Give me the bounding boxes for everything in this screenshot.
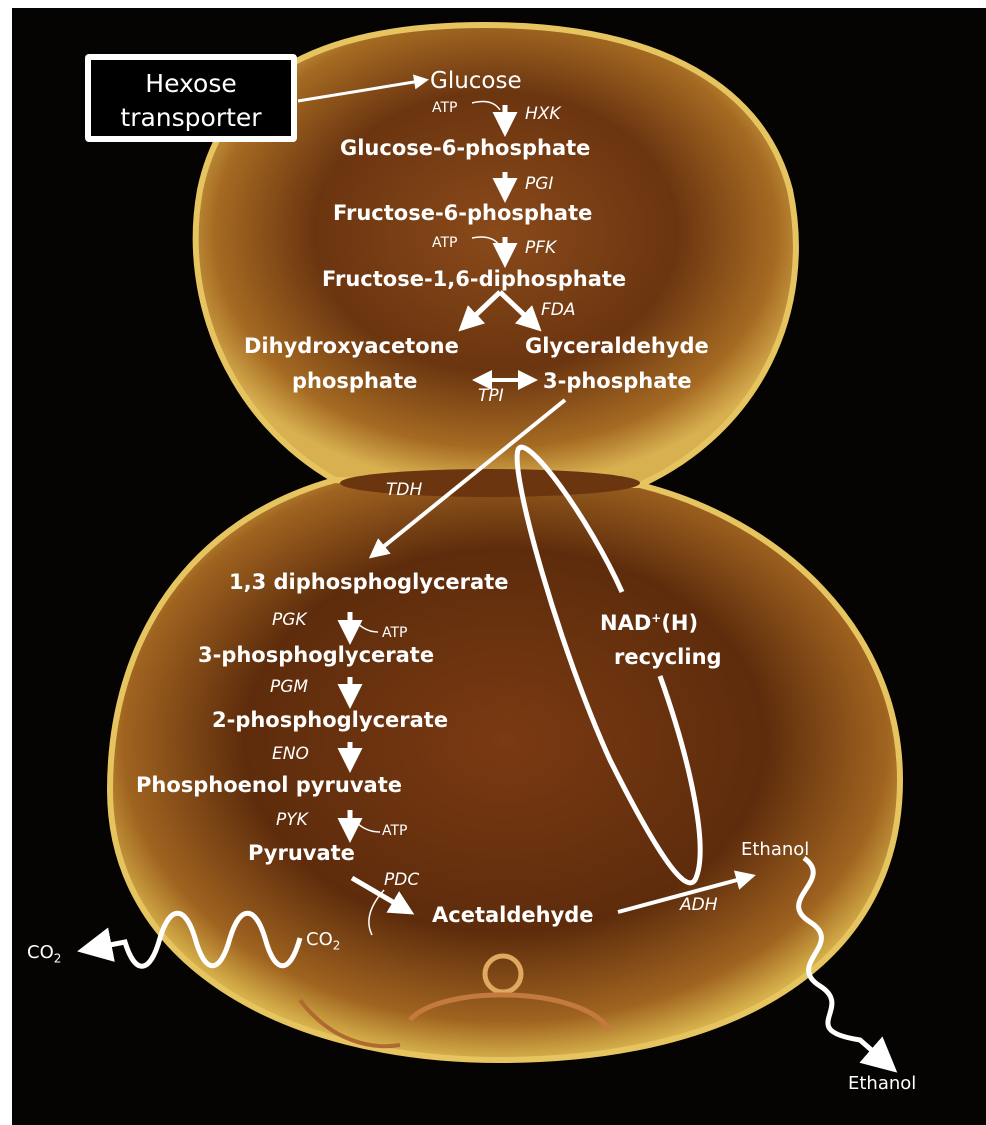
cell-neck bbox=[340, 469, 640, 497]
metabolite-pyruvate: Pyruvate bbox=[248, 843, 355, 864]
enzyme-hxk: HXK bbox=[525, 106, 561, 123]
metabolite-fructose-6-phosphate: Fructose-6-phosphate bbox=[333, 203, 592, 224]
enzyme-pgm: PGM bbox=[270, 679, 308, 696]
metabolite-2-phosphoglycerate: 2-phosphoglycerate bbox=[212, 710, 448, 731]
metabolite-glucose: Glucose bbox=[430, 70, 522, 93]
metabolite-1-3-diphosphoglycerate: 1,3 diphosphoglycerate bbox=[229, 572, 508, 593]
enzyme-adh: ADH bbox=[680, 897, 718, 914]
enzyme-pfk: PFK bbox=[525, 240, 556, 257]
enzyme-pyk: PYK bbox=[276, 812, 308, 829]
enzyme-pgi: PGI bbox=[525, 176, 553, 193]
co2-label-inside: CO2 bbox=[306, 931, 340, 952]
co2-label-outside: CO2 bbox=[27, 944, 61, 965]
co2-outside-subscript: 2 bbox=[54, 952, 62, 966]
nad-plus-superscript: + bbox=[651, 611, 661, 625]
nad-recycling-line1: NAD+(H) bbox=[600, 612, 698, 634]
atp-label-pgk: ATP bbox=[382, 626, 407, 640]
enzyme-tdh: TDH bbox=[386, 482, 422, 499]
metabolite-acetaldehyde: Acetaldehyde bbox=[432, 905, 594, 926]
metabolite-fructose-1-6-diphosphate: Fructose-1,6-diphosphate bbox=[322, 269, 626, 290]
atp-label-hxk: ATP bbox=[432, 101, 457, 115]
atp-label-pfk: ATP bbox=[432, 236, 457, 250]
metabolite-glucose-6-phosphate: Glucose-6-phosphate bbox=[340, 138, 590, 159]
atp-label-pyk: ATP bbox=[382, 824, 407, 838]
hexose-transporter-line1: Hexose bbox=[91, 67, 291, 101]
ethanol-label-inside: Ethanol bbox=[741, 841, 809, 859]
enzyme-pgk: PGK bbox=[272, 612, 307, 629]
enzyme-tpi: TPI bbox=[478, 388, 504, 405]
metabolite-dihydroxyacetone-line2: phosphate bbox=[292, 371, 417, 392]
metabolite-glyceraldehyde-line2: 3-phosphate bbox=[543, 371, 692, 392]
co2-outside-text: CO bbox=[27, 942, 54, 963]
metabolite-phosphoenol-pyruvate: Phosphoenol pyruvate bbox=[136, 775, 402, 796]
mother-cell-body bbox=[110, 480, 900, 1060]
nad-recycling-line2: recycling bbox=[614, 647, 722, 668]
ethanol-label-outside: Ethanol bbox=[848, 1075, 916, 1093]
hexose-transporter-line2: transporter bbox=[91, 101, 291, 135]
co2-inside-text: CO bbox=[306, 929, 333, 950]
enzyme-fda: FDA bbox=[541, 302, 576, 319]
enzyme-eno: ENO bbox=[272, 746, 309, 763]
hexose-transporter-box: Hexose transporter bbox=[85, 54, 297, 142]
enzyme-pdc: PDC bbox=[384, 872, 419, 889]
nad-text: NAD bbox=[600, 611, 651, 635]
metabolite-glyceraldehyde-line1: Glyceraldehyde bbox=[525, 336, 709, 357]
nad-h-text: (H) bbox=[661, 611, 698, 635]
metabolite-dihydroxyacetone-line1: Dihydroxyacetone bbox=[244, 336, 459, 357]
co2-inside-subscript: 2 bbox=[333, 939, 341, 953]
metabolite-3-phosphoglycerate: 3-phosphoglycerate bbox=[198, 645, 434, 666]
